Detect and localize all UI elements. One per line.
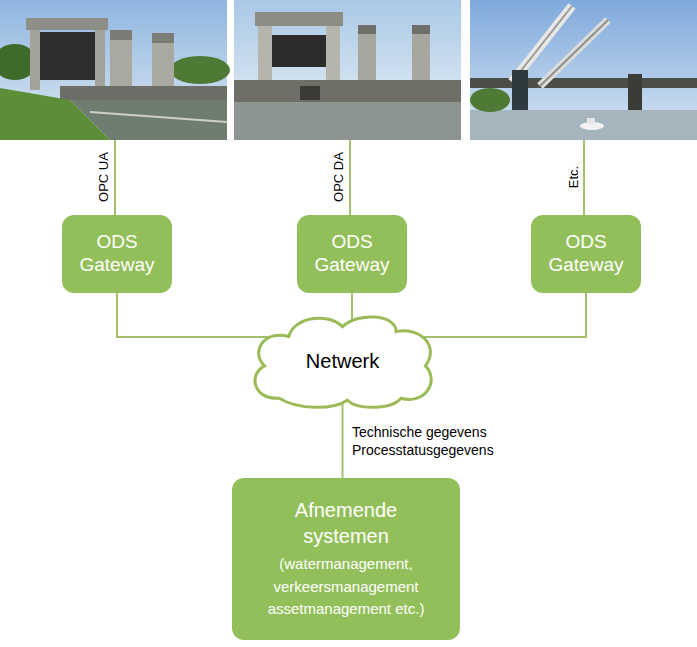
connector-line: [342, 398, 344, 478]
lock-photo: [0, 0, 230, 140]
edge-label: Technische gegevens Processtatusgegevens: [352, 423, 502, 459]
connector-line: [117, 293, 294, 337]
consumer-systems-box: Afnemende systemen(watermanagement, verk…: [232, 478, 460, 640]
node-title: Netwerk: [306, 349, 379, 373]
node-title: ODS Gateway: [539, 231, 633, 277]
gateway-box: ODS Gateway: [297, 215, 407, 293]
connector-line: [401, 293, 586, 337]
protocol-label: Etc.: [566, 166, 581, 188]
protocol-label: OPC DA: [331, 152, 346, 202]
node-title: Afnemende systemen: [276, 497, 416, 549]
network-cloud: Netwerk: [245, 312, 440, 410]
node-body: (watermanagement, verkeersmanagement ass…: [257, 553, 435, 621]
feed-lines: [115, 140, 584, 215]
gateway-box: ODS Gateway: [62, 215, 172, 293]
node-title: ODS Gateway: [305, 231, 399, 277]
protocol-label: OPC UA: [96, 152, 111, 202]
node-title: ODS Gateway: [70, 231, 164, 277]
bridge-photo: [470, 0, 697, 140]
gateway-box: ODS Gateway: [531, 215, 641, 293]
sluice-photo: [234, 0, 461, 140]
